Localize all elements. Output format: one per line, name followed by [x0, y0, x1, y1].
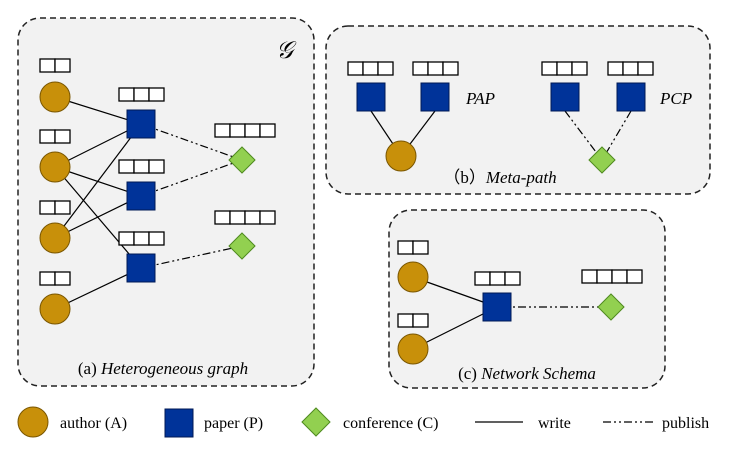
legend-conference-label: conference (C): [343, 415, 439, 432]
author-node: [397, 240, 429, 293]
paper-node: [474, 271, 521, 322]
paper-legend-marker: [164, 408, 194, 438]
paper-node: [412, 61, 459, 112]
metapath-pcp-label: PCP: [659, 89, 692, 108]
legend-author-label: author (A): [60, 415, 127, 432]
conference-node: [581, 269, 643, 321]
paper-node: [607, 61, 654, 112]
legend-paper: paper (P): [164, 408, 263, 438]
paper-node: [118, 231, 165, 283]
paper-node: [541, 61, 588, 112]
panel-b-caption: （b）Meta-path: [443, 168, 556, 187]
conference-node: [588, 146, 616, 174]
paper-node: [347, 61, 394, 112]
legend-conference: conference (C): [301, 407, 439, 437]
paper-node: [118, 87, 165, 139]
legend-publish: publish: [603, 415, 709, 432]
author-node: [397, 313, 429, 365]
legend: author (A) paper (P) conference (C) writ…: [17, 406, 709, 438]
legend-publish-label: publish: [662, 415, 709, 432]
publish-edge: [140, 159, 243, 197]
panel-c-caption: (c) Network Schema: [458, 364, 596, 383]
publish-edge: [140, 123, 243, 161]
conference-node: [214, 210, 276, 260]
author-node: [39, 129, 71, 183]
panel-meta-path: PAP PCP （b）Meta-path: [325, 25, 711, 195]
metapath-pap-label: PAP: [465, 89, 495, 108]
legend-write: write: [475, 415, 571, 432]
write-edge: [54, 123, 142, 239]
author-node: [39, 271, 71, 325]
legend-author: author (A): [17, 406, 127, 438]
author-node: [385, 140, 417, 172]
legend-write-label: write: [538, 415, 571, 432]
panel-a-frame: [17, 17, 315, 387]
author-node: [39, 58, 71, 113]
panel-c-frame: [388, 209, 666, 389]
conference-node: [214, 123, 276, 174]
publish-edge: [140, 245, 243, 269]
conference-legend-marker: [301, 407, 331, 437]
graph-symbol: 𝒢: [276, 36, 297, 64]
panel-heterogeneous-graph: 𝒢: [17, 17, 315, 387]
author-legend-marker: [17, 406, 49, 438]
legend-paper-label: paper (P): [204, 415, 263, 432]
author-node: [39, 200, 71, 254]
paper-node: [118, 159, 165, 211]
panel-a-caption: (a) Heterogeneous graph: [78, 359, 248, 378]
panel-network-schema: (c) Network Schema: [388, 209, 666, 389]
